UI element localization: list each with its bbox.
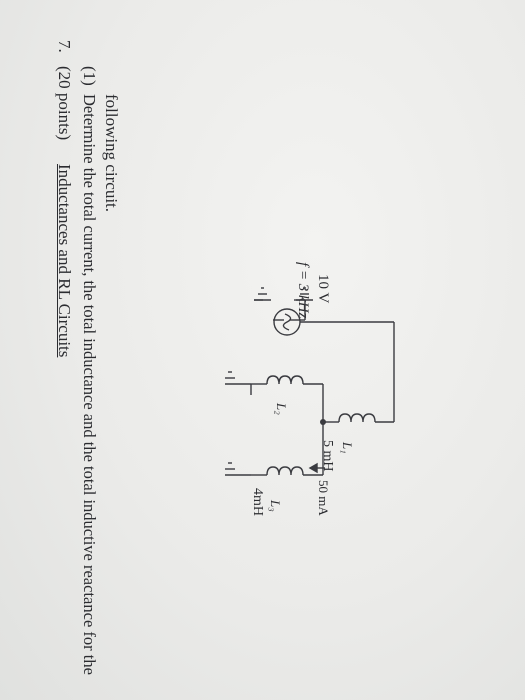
l3-ground-icon bbox=[225, 462, 251, 476]
l2-inductor-icon bbox=[266, 375, 304, 385]
source-ground-icon bbox=[294, 287, 313, 301]
l2-ground-icon bbox=[225, 371, 251, 385]
top-ground-symbol bbox=[254, 287, 271, 301]
l3-inductor-icon bbox=[266, 466, 304, 476]
sine-wave-icon bbox=[282, 313, 292, 331]
l1-inductor-icon bbox=[338, 413, 376, 423]
current-arrow-icon bbox=[308, 462, 325, 474]
